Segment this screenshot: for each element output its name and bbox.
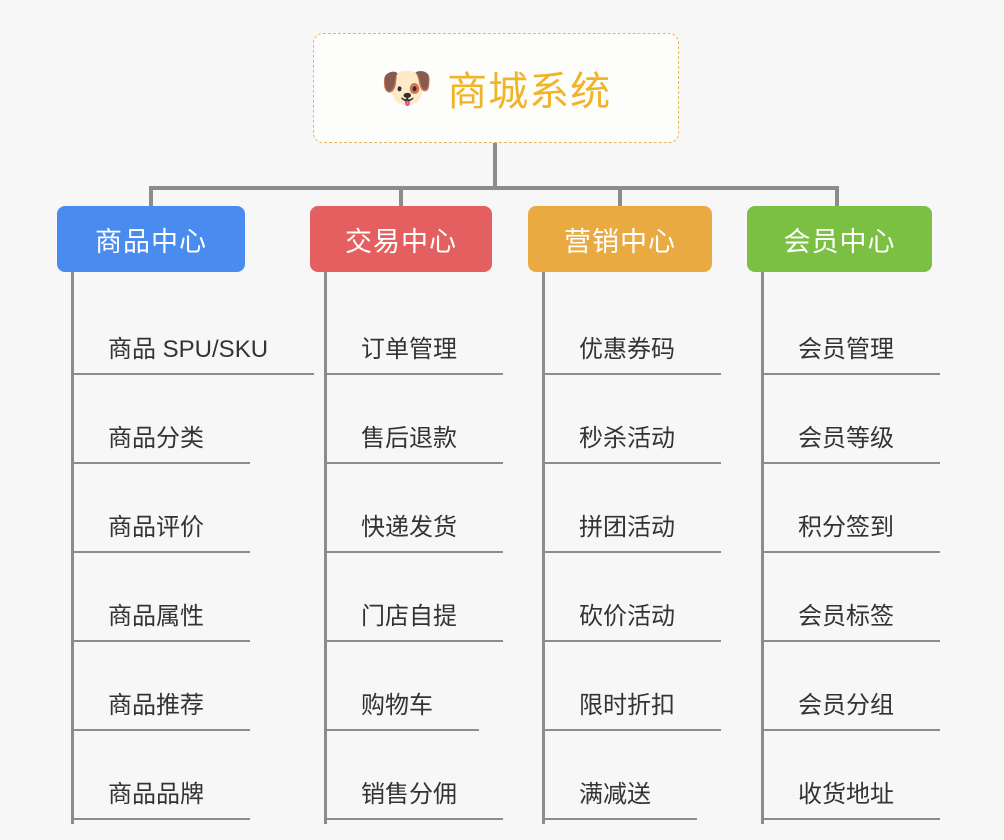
leaf-label: 会员分组 [764, 692, 940, 731]
category-label: 营销中心 [564, 226, 676, 257]
leaf-item[interactable]: 商品分类 [74, 379, 307, 468]
leaf-item[interactable]: 秒杀活动 [545, 379, 750, 468]
leaf-list-trade-center: 订单管理 售后退款 快递发货 门店自提 购物车 销售分佣 [324, 272, 532, 824]
leaf-item[interactable]: 会员等级 [764, 379, 969, 468]
leaf-item[interactable]: 门店自提 [327, 557, 532, 646]
leaf-item[interactable]: 收货地址 [764, 735, 969, 824]
leaf-label: 门店自提 [327, 603, 503, 642]
leaf-label: 快递发货 [327, 514, 503, 553]
leaf-label: 收货地址 [764, 781, 940, 820]
leaf-item[interactable]: 会员分组 [764, 646, 969, 735]
leaf-item[interactable]: 商品评价 [74, 468, 307, 557]
branch-trade-center: 交易中心 订单管理 售后退款 快递发货 门店自提 购物车 销售分佣 [310, 206, 532, 824]
leaf-label: 积分签到 [764, 514, 940, 553]
leaf-label: 满减送 [545, 781, 697, 820]
leaf-label: 销售分佣 [327, 781, 503, 820]
connector-drop-3 [618, 186, 622, 210]
leaf-label: 优惠券码 [545, 336, 721, 375]
leaf-label: 商品推荐 [74, 692, 250, 731]
leaf-label: 会员标签 [764, 603, 940, 642]
root-node-label: 商城系统 [447, 70, 612, 114]
leaf-label: 商品 SPU/SKU [74, 336, 315, 375]
branch-member-center: 会员中心 会员管理 会员等级 积分签到 会员标签 会员分组 收货地址 [747, 206, 969, 824]
connector-drop-4 [835, 186, 839, 210]
leaf-item[interactable]: 售后退款 [327, 379, 532, 468]
category-label: 会员中心 [783, 226, 896, 257]
dog-face-emoji: 🐶 [380, 64, 434, 111]
category-box-member-center[interactable]: 会员中心 [747, 206, 932, 272]
category-label: 商品中心 [95, 226, 207, 257]
branch-marketing-center: 营销中心 优惠券码 秒杀活动 拼团活动 砍价活动 限时折扣 满减送 [528, 206, 750, 824]
leaf-item[interactable]: 订单管理 [327, 290, 532, 379]
leaf-item[interactable]: 商品 SPU/SKU [74, 290, 315, 379]
leaf-label: 购物车 [327, 692, 479, 731]
leaf-label: 秒杀活动 [545, 425, 721, 464]
leaf-item[interactable]: 优惠券码 [545, 290, 750, 379]
connector-horizontal-bus [149, 186, 839, 190]
leaf-item[interactable]: 限时折扣 [545, 646, 750, 735]
leaf-label: 商品品牌 [74, 781, 250, 820]
leaf-label: 订单管理 [327, 336, 503, 375]
leaf-label: 会员等级 [764, 425, 940, 464]
category-box-marketing-center[interactable]: 营销中心 [528, 206, 712, 272]
category-box-product-center[interactable]: 商品中心 [57, 206, 245, 272]
leaf-item[interactable]: 会员标签 [764, 557, 969, 646]
leaf-item[interactable]: 拼团活动 [545, 468, 750, 557]
leaf-item[interactable]: 购物车 [327, 646, 532, 735]
leaf-label: 拼团活动 [545, 514, 721, 553]
leaf-list-member-center: 会员管理 会员等级 积分签到 会员标签 会员分组 收货地址 [761, 272, 969, 824]
leaf-item[interactable]: 砍价活动 [545, 557, 750, 646]
category-box-trade-center[interactable]: 交易中心 [310, 206, 492, 272]
leaf-label: 会员管理 [764, 336, 940, 375]
leaf-item[interactable]: 积分签到 [764, 468, 969, 557]
leaf-label: 商品评价 [74, 514, 250, 553]
leaf-item[interactable]: 快递发货 [327, 468, 532, 557]
leaf-item[interactable]: 商品推荐 [74, 646, 307, 735]
category-label: 交易中心 [345, 226, 457, 257]
leaf-label: 售后退款 [327, 425, 503, 464]
leaf-item[interactable]: 销售分佣 [327, 735, 532, 824]
leaf-item[interactable]: 商品属性 [74, 557, 307, 646]
leaf-list-product-center: 商品 SPU/SKU 商品分类 商品评价 商品属性 商品推荐 商品品牌 [71, 272, 315, 824]
leaf-label: 限时折扣 [545, 692, 721, 731]
leaf-label: 商品属性 [74, 603, 250, 642]
root-node-商城系统[interactable]: 🐶 商城系统 [313, 33, 679, 143]
branch-product-center: 商品中心 商品 SPU/SKU 商品分类 商品评价 商品属性 商品推荐 商品品牌 [57, 206, 315, 824]
leaf-label: 商品分类 [74, 425, 250, 464]
leaf-item[interactable]: 满减送 [545, 735, 750, 824]
leaf-item[interactable]: 会员管理 [764, 290, 969, 379]
leaf-label: 砍价活动 [545, 603, 721, 642]
connector-drop-1 [149, 186, 153, 210]
connector-root-stem [493, 143, 497, 189]
connector-drop-2 [399, 186, 403, 210]
leaf-item[interactable]: 商品品牌 [74, 735, 307, 824]
leaf-list-marketing-center: 优惠券码 秒杀活动 拼团活动 砍价活动 限时折扣 满减送 [542, 272, 750, 824]
